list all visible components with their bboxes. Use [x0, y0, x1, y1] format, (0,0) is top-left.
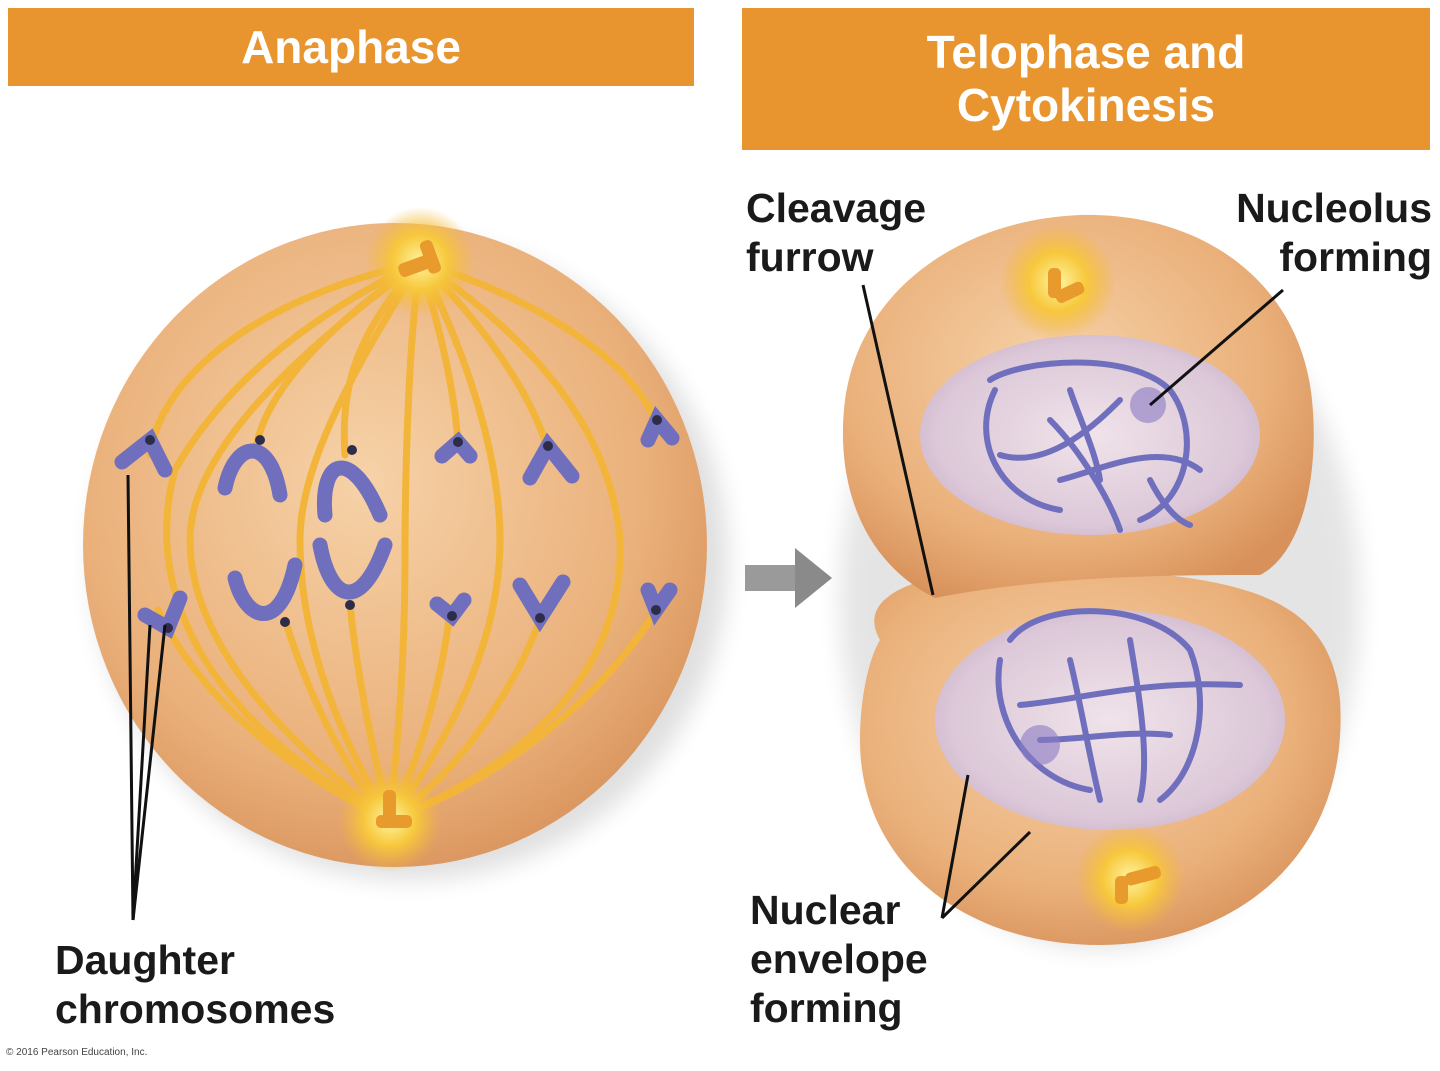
centrosome-top — [365, 207, 475, 317]
telophase-cell — [840, 214, 1360, 950]
nucleolus-top — [1130, 387, 1166, 423]
telophase-header-line2: Cytokinesis — [956, 79, 1216, 131]
label-pointers — [861, 284, 1284, 920]
progression-arrow — [745, 548, 832, 608]
envelope-line3: forming — [750, 985, 903, 1032]
envelope-pointer-1 — [940, 774, 970, 919]
nucleolus-line1: Nucleolus — [1236, 185, 1432, 231]
nucleus-bottom — [935, 610, 1285, 830]
nucleolus-line2: forming — [1279, 234, 1432, 281]
centrosome-bottom — [338, 768, 442, 872]
nucleolus-pointer — [1149, 288, 1284, 407]
daughter-line2: chromosomes — [55, 986, 336, 1033]
nucleolus-forming-label: Nucleolus forming — [1236, 184, 1432, 282]
kinetochores — [145, 415, 662, 633]
chromatin — [983, 359, 1243, 803]
daughter-line1: Daughter — [55, 937, 235, 983]
telophase-centrosome-top — [1000, 224, 1116, 340]
anaphase-header-text: Anaphase — [241, 20, 461, 73]
copyright-notice: © 2016 Pearson Education, Inc. — [6, 1047, 148, 1058]
telophase-centrosome-bottom — [1075, 823, 1185, 933]
envelope-line1: Nuclear — [750, 887, 901, 933]
anaphase-cell — [83, 207, 728, 880]
envelope-pointer-2 — [940, 830, 1032, 920]
telophase-header: Telophase and Cytokinesis — [742, 8, 1430, 150]
anaphase-header: Anaphase — [8, 8, 694, 86]
envelope-line2: envelope — [750, 936, 928, 983]
cleavage-furrow-label: Cleavage furrow — [746, 184, 926, 282]
telophase-header-line1: Telophase and — [926, 26, 1246, 79]
daughter-chromosomes-pointer — [126, 474, 167, 921]
daughter-chromosomes-label: Daughter chromosomes — [55, 936, 335, 1034]
cleavage-line2: furrow — [746, 234, 874, 281]
nucleolus-bottom — [1020, 725, 1060, 765]
nuclear-envelope-label: Nuclear envelope forming — [750, 886, 928, 1034]
cleavage-line1: Cleavage — [746, 185, 927, 231]
cleavage-furrow-pointer — [861, 284, 935, 596]
